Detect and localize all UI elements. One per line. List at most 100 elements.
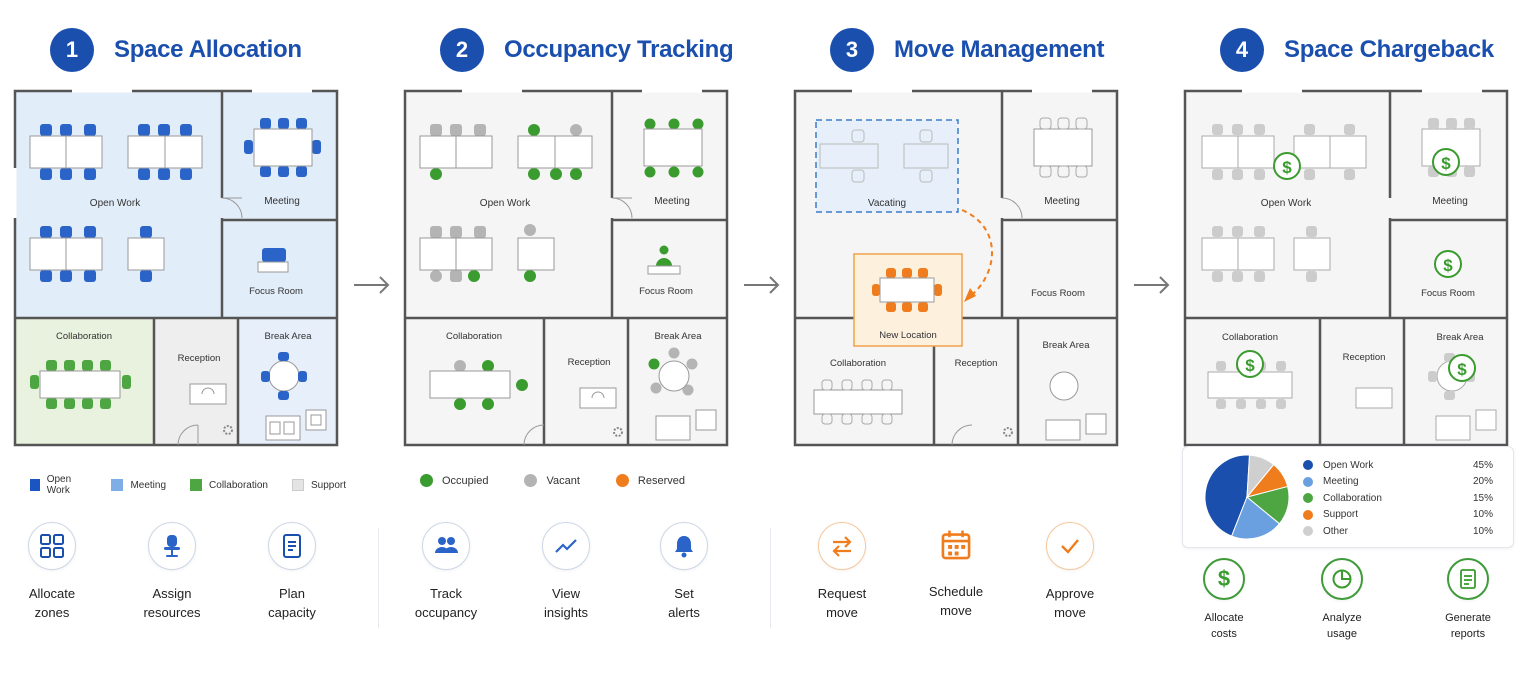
legend-swatch xyxy=(111,479,124,491)
panel-space-allocation: 1 Space Allocation xyxy=(0,0,370,672)
flow-arrow-icon xyxy=(744,276,780,294)
legend-label: Reserved xyxy=(637,474,685,487)
step-number: 1 xyxy=(50,28,94,72)
room-label-meeting: Meeting xyxy=(654,196,690,207)
pie-legend-value: 10% xyxy=(1472,525,1493,537)
pie-legend-row: Support 10% xyxy=(1303,507,1493,524)
chair-icon xyxy=(148,522,196,570)
legend-label: Collaboration xyxy=(209,479,268,491)
view-insights-button[interactable]: View insights xyxy=(516,522,616,622)
room-label-collaboration: Collaboration xyxy=(56,331,112,342)
legend-swatch xyxy=(291,479,304,491)
panel-move-management: 3 Move Management Vacating New Location xyxy=(780,0,1150,672)
room-label-reception: Reception xyxy=(955,358,998,369)
legend-dot xyxy=(1303,476,1313,487)
request-move-button[interactable]: Request move xyxy=(792,522,892,622)
schedule-move-button[interactable]: Schedule move xyxy=(906,522,1006,620)
action-label: Allocate costs xyxy=(1204,612,1244,640)
pie-legend-row: Other 10% xyxy=(1303,523,1493,540)
swap-arrows-icon xyxy=(818,522,866,570)
action-label: Generate reports xyxy=(1445,612,1491,640)
legend-dot xyxy=(1303,493,1313,504)
legend-swatch xyxy=(190,479,203,491)
room-label-break: Break Area xyxy=(265,331,313,342)
flow-arrow-icon xyxy=(1134,276,1170,294)
floor-plan-chargeback: $ $ $ $ $ Open Work Meeting Focus Room C… xyxy=(1183,89,1509,447)
analyze-usage-button[interactable]: Analyze usage xyxy=(1292,558,1392,642)
step-title: Space Allocation xyxy=(114,36,302,63)
panel-space-chargeback: 4 Space Chargeback $ $ $ $ xyxy=(1170,0,1536,672)
divider xyxy=(770,528,771,628)
legend-dot xyxy=(1303,526,1313,537)
step-header: 1 Space Allocation xyxy=(50,28,302,72)
action-label: Plan capacity xyxy=(268,586,316,620)
legend-dot xyxy=(1303,509,1313,520)
room-label-meeting: Meeting xyxy=(1044,196,1080,207)
legend-dot xyxy=(1303,460,1313,471)
pie-legend-value: 20% xyxy=(1472,476,1493,488)
action-label: Assign resources xyxy=(143,586,201,620)
generate-reports-button[interactable]: Generate reports xyxy=(1418,558,1518,642)
step-header: 3 Move Management xyxy=(830,28,1105,72)
document-icon xyxy=(268,522,316,570)
legend-item: Reserved xyxy=(615,474,685,487)
action-label: Track occupancy xyxy=(414,586,478,620)
legend-swatch xyxy=(30,479,40,491)
allocate-zones-button[interactable]: Allocate zones xyxy=(2,522,102,622)
step-number: 3 xyxy=(830,28,874,72)
action-label: Set alerts xyxy=(668,586,700,620)
pie-slice-other xyxy=(1246,454,1275,499)
set-alerts-button[interactable]: Set alerts xyxy=(634,522,734,622)
allocate-costs-button[interactable]: $ Allocate costs xyxy=(1174,558,1274,642)
pie-legend-label: Meeting xyxy=(1323,476,1359,488)
step-title: Space Chargeback xyxy=(1284,36,1494,63)
action-row: Allocate zones Assign resources Plan cap… xyxy=(0,522,360,662)
room-label-open-work: Open Work xyxy=(1261,198,1312,209)
room-label-break: Break Area xyxy=(1043,340,1091,351)
pie-legend-label: Collaboration xyxy=(1323,492,1382,504)
room-label-reception: Reception xyxy=(1343,352,1386,363)
action-label: Schedule move xyxy=(928,584,984,618)
vacating-label: Vacating xyxy=(868,198,906,209)
report-icon xyxy=(1447,558,1489,600)
approve-move-button[interactable]: Approve move xyxy=(1020,522,1120,622)
legend-item: Collaboration xyxy=(190,479,268,491)
legend-label: Meeting xyxy=(130,479,167,491)
checkmark-icon xyxy=(1046,522,1094,570)
action-label: Analyze usage xyxy=(1322,612,1362,640)
step-header: 2 Occupancy Tracking xyxy=(440,28,734,72)
legend-dot xyxy=(524,474,538,487)
svg-text:$: $ xyxy=(1441,154,1451,173)
legend-item: Meeting xyxy=(111,479,166,491)
step-title: Move Management xyxy=(894,36,1105,63)
pie-legend-value: 10% xyxy=(1472,509,1493,521)
pie-legend-label: Support xyxy=(1323,509,1359,521)
pie-legend-label: Other xyxy=(1323,525,1349,537)
trend-line-icon xyxy=(542,522,590,570)
plan-capacity-button[interactable]: Plan capacity xyxy=(242,522,342,622)
room-label-open-work: Open Work xyxy=(480,198,531,209)
zone-legend: Open Work Meeting Collaboration Support xyxy=(30,474,370,496)
room-label-break: Break Area xyxy=(655,331,703,342)
room-label-collaboration: Collaboration xyxy=(446,331,502,342)
room-label-collaboration: Collaboration xyxy=(830,358,886,369)
legend-label: Occupied xyxy=(442,474,489,487)
dollar-icon: $ xyxy=(1203,558,1245,600)
move-arrowhead-icon xyxy=(964,288,976,302)
legend-label: Open Work xyxy=(46,474,72,496)
legend-item: Open Work xyxy=(30,474,87,496)
move-path xyxy=(961,209,993,299)
legend-item: Support xyxy=(291,479,346,491)
step-header: 4 Space Chargeback xyxy=(1220,28,1494,72)
pie-slice-open-work xyxy=(1204,454,1251,537)
track-occupancy-button[interactable]: Track occupancy xyxy=(396,522,496,622)
legend-label: Support xyxy=(310,479,346,491)
room-label-focus: Focus Room xyxy=(1031,288,1085,299)
occupancy-legend: Occupied Vacant Reserved xyxy=(420,474,721,487)
new-location-label: New Location xyxy=(879,330,937,341)
usage-pie-chart xyxy=(1204,454,1290,540)
assign-resources-button[interactable]: Assign resources xyxy=(122,522,222,622)
floor-plan-move: Vacating New Location Meeting Focus Room… xyxy=(793,89,1119,447)
